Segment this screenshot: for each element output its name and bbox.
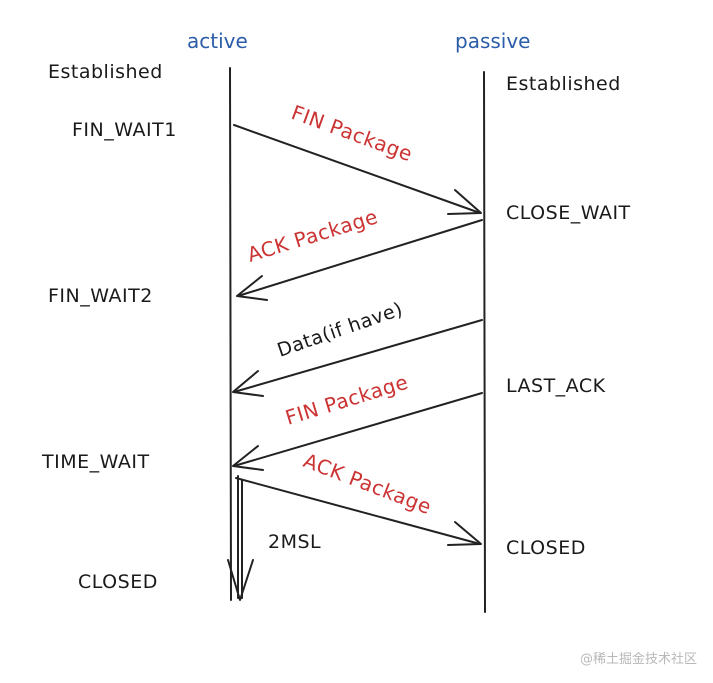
message-fin2-label: FIN Package: [282, 370, 411, 430]
arrow-fin2: [232, 392, 483, 471]
timer-2msl-label: 2MSL: [268, 531, 321, 553]
arrow-ack1: [236, 219, 483, 301]
active-lifeline: [229, 67, 232, 601]
passive-lifeline: [483, 71, 486, 613]
watermark: @稀土掘金技术社区: [579, 652, 697, 667]
state-passive-closed: CLOSED: [506, 537, 586, 559]
arrow-2msl-timer: [227, 475, 254, 601]
message-data-label: Data(if have): [274, 298, 405, 362]
state-close-wait: CLOSE_WAIT: [506, 202, 631, 224]
state-time-wait: TIME_WAIT: [41, 451, 150, 473]
state-active-established: Established: [48, 61, 163, 83]
state-fin-wait2: FIN_WAIT2: [48, 285, 153, 307]
state-active-closed: CLOSED: [78, 571, 158, 593]
arrow-fin1: [233, 124, 482, 215]
state-last-ack: LAST_ACK: [506, 375, 606, 397]
message-ack2-label: ACK Package: [300, 448, 435, 519]
role-active-label: active: [187, 29, 248, 53]
role-passive-label: passive: [455, 29, 531, 53]
state-fin-wait1: FIN_WAIT1: [72, 119, 177, 141]
arrow-ack2: [235, 477, 482, 546]
arrow-data: [232, 319, 483, 397]
message-fin1-label: FIN Package: [288, 100, 416, 166]
state-passive-established: Established: [506, 73, 621, 95]
